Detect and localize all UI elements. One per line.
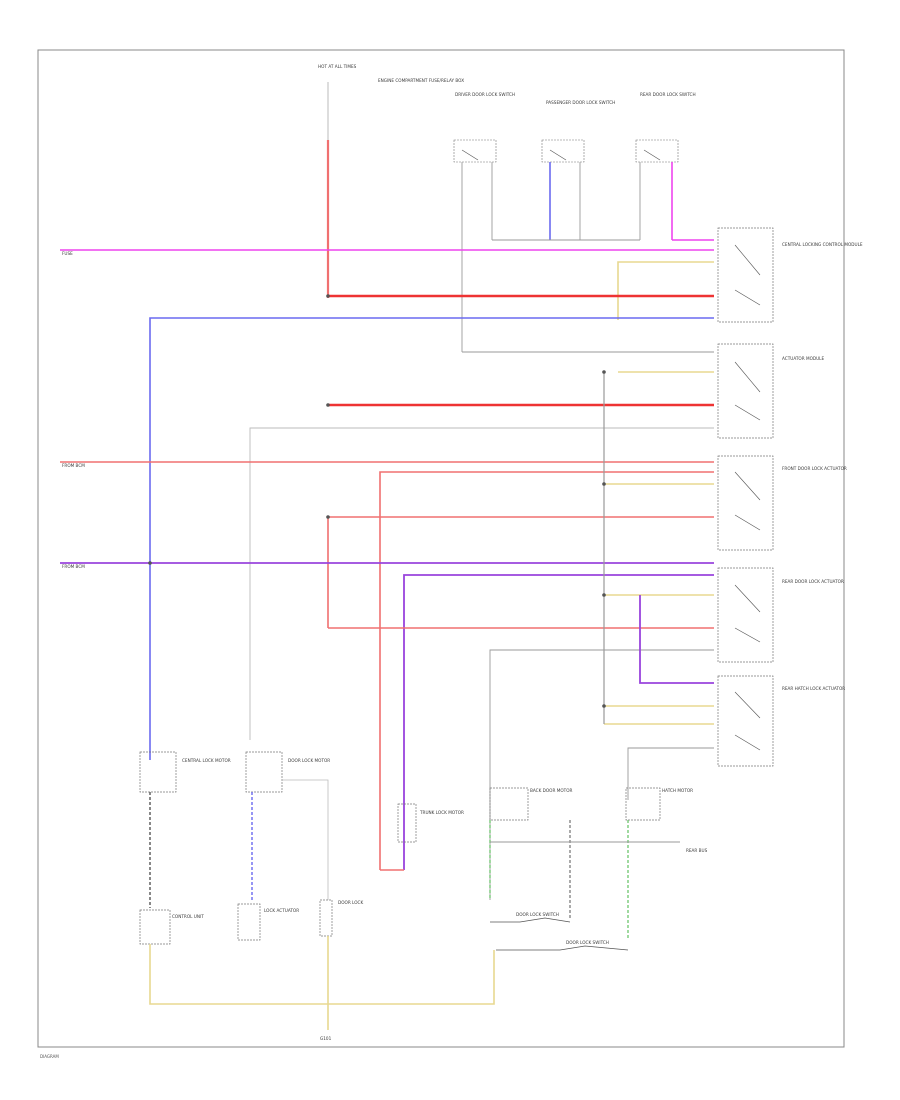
svg-text:DOOR LOCK: DOOR LOCK	[338, 900, 363, 905]
actuator-2: DOOR LOCK MOTOR	[245, 751, 330, 900]
door-lock-switch-2: PASSENGER DOOR LOCK SWITCH	[541, 100, 615, 240]
svg-text:LOCK ACTUATOR: LOCK ACTUATOR	[264, 908, 299, 913]
svg-text:CENTRAL LOCKING CONTROL MODULE: CENTRAL LOCKING CONTROL MODULE	[782, 242, 863, 247]
svg-text:REAR DOOR LOCK ACTUATOR: REAR DOOR LOCK ACTUATOR	[782, 579, 844, 584]
bottom-switch-1: DOOR LOCK SWITCH	[490, 912, 571, 923]
svg-text:FRONT DOOR LOCK ACTUATOR: FRONT DOOR LOCK ACTUATOR	[782, 466, 847, 471]
door-lock-switch-3: REAR DOOR LOCK SWITCH	[635, 92, 696, 240]
svg-text:PASSENGER DOOR LOCK SWITCH: PASSENGER DOOR LOCK SWITCH	[546, 100, 615, 105]
module-4: REAR DOOR LOCK ACTUATOR	[717, 567, 844, 663]
svg-text:ACTUATOR MODULE: ACTUATOR MODULE	[782, 356, 825, 361]
lower-box-3: DOOR LOCK	[319, 899, 363, 937]
top-fuse-label: HOT AT ALL TIMES	[318, 64, 357, 69]
footer-text: DIAGRAM	[40, 1054, 59, 1059]
top-fuse-source: HOT AT ALL TIMES ENGINE COMPARTMENT FUSE…	[318, 64, 464, 298]
svg-text:CENTRAL LOCK MOTOR: CENTRAL LOCK MOTOR	[182, 758, 231, 763]
wire-blue	[149, 317, 714, 760]
left-label-3: FROM BCM	[62, 564, 85, 569]
left-label-1: FUSE	[62, 251, 73, 256]
svg-text:BACK DOOR MOTOR: BACK DOOR MOTOR	[530, 788, 572, 793]
door-lock-switch-1: DRIVER DOOR LOCK SWITCH	[453, 92, 515, 352]
svg-text:DRIVER DOOR LOCK SWITCH: DRIVER DOOR LOCK SWITCH	[455, 92, 515, 97]
bottom-switch-2: DOOR LOCK SWITCH	[496, 940, 629, 951]
actuator-1: CENTRAL LOCK MOTOR	[139, 751, 231, 908]
svg-text:HATCH MOTOR: HATCH MOTOR	[662, 788, 693, 793]
module-3: FRONT DOOR LOCK ACTUATOR	[717, 455, 847, 551]
actuator-3: TRUNK LOCK MOTOR	[380, 803, 464, 871]
svg-text:TRUNK LOCK MOTOR: TRUNK LOCK MOTOR	[419, 810, 464, 815]
module-5: REAR HATCH LOCK ACTUATOR	[717, 675, 845, 767]
actuator-4: BACK DOOR MOTOR	[489, 787, 572, 920]
svg-text:CONTROL UNIT: CONTROL UNIT	[172, 914, 204, 919]
svg-text:DOOR LOCK MOTOR: DOOR LOCK MOTOR	[288, 758, 330, 763]
wire-ground-bus	[149, 944, 495, 1005]
left-label-2: FROM BCM	[62, 463, 85, 468]
svg-text:REAR HATCH LOCK ACTUATOR: REAR HATCH LOCK ACTUATOR	[782, 686, 845, 691]
actuator-5: HATCH MOTOR	[625, 787, 693, 940]
lower-box-1: CONTROL UNIT	[139, 909, 204, 945]
module-1: CENTRAL LOCKING CONTROL MODULE	[717, 227, 863, 323]
top-fuse-desc: ENGINE COMPARTMENT FUSE/RELAY BOX	[378, 78, 464, 83]
svg-text:DOOR LOCK SWITCH: DOOR LOCK SWITCH	[566, 940, 609, 945]
ground-label: G101	[320, 1036, 332, 1041]
lower-box-2: LOCK ACTUATOR	[237, 903, 299, 941]
right-bus-label: REAR BUS	[686, 848, 708, 853]
diagram-frame	[37, 49, 845, 1048]
svg-text:DOOR LOCK SWITCH: DOOR LOCK SWITCH	[516, 912, 559, 917]
svg-text:REAR DOOR LOCK SWITCH: REAR DOOR LOCK SWITCH	[640, 92, 696, 97]
module-2: ACTUATOR MODULE	[717, 343, 825, 439]
